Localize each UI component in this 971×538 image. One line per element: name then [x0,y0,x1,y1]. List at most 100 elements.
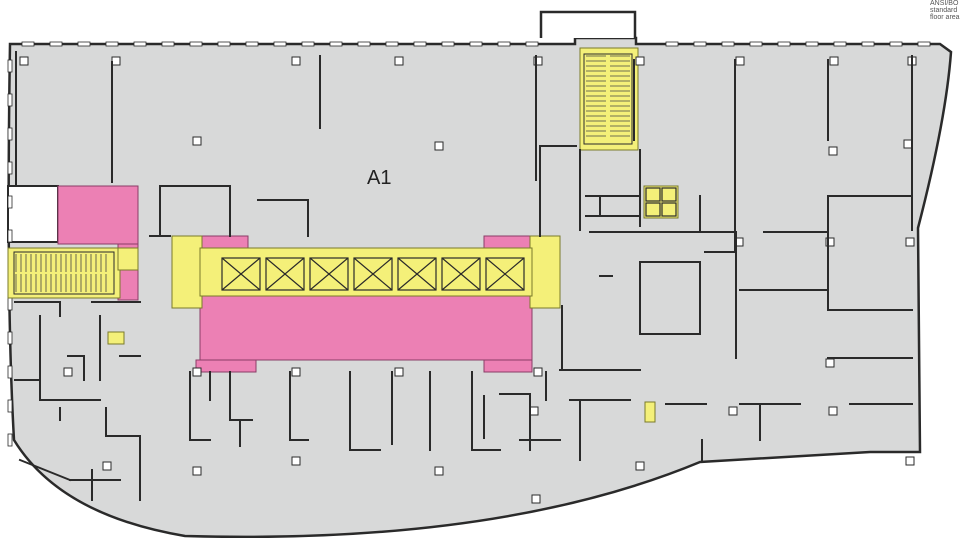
window-tick [329,41,343,47]
window-tick [301,41,315,47]
window-tick [273,41,287,47]
elevator-car [661,202,677,217]
window-tick [7,195,13,209]
column [905,456,915,466]
window-tick [49,41,63,47]
column [728,406,738,416]
window-tick [133,41,147,47]
column [19,56,29,66]
column [291,367,301,377]
window-tick [805,41,819,47]
legend-line-2: standard [930,7,958,14]
pink-core-bottom-left [195,359,257,373]
column [531,494,541,504]
yellow-core-right [529,235,561,309]
elevator-cross [221,257,261,291]
pink-core-top-left [199,235,249,249]
window-tick [357,41,371,47]
window-tick [441,41,455,47]
elevator-cross [353,257,393,291]
column [828,406,838,416]
column [434,141,444,151]
window-tick [7,399,13,413]
window-tick [7,161,13,175]
window-tick [833,41,847,47]
legend-note: ANSI/BO standard floor area [930,0,970,21]
stair-outline [13,251,115,295]
window-tick [469,41,483,47]
window-tick [7,433,13,447]
column [111,56,121,66]
window-tick [105,41,119,47]
column [192,136,202,146]
elevator-car [645,202,661,217]
window-tick [7,127,13,141]
pink-left-block [57,185,139,245]
window-tick [161,41,175,47]
column [291,456,301,466]
elevator-cross [485,257,525,291]
column [291,56,301,66]
column [829,56,839,66]
window-tick [245,41,259,47]
column [192,466,202,476]
column [434,466,444,476]
zone-label: A1 [367,167,391,189]
interior-walls [14,51,913,501]
column [635,461,645,471]
window-tick [749,41,763,47]
elevator-cross [441,257,481,291]
column [63,367,73,377]
yellow-stair-top [579,47,639,151]
window-tick [7,93,13,107]
column [529,406,539,416]
column [825,237,835,247]
window-tick [497,41,511,47]
column [635,56,645,66]
elevator-cars [221,187,677,291]
pink-core-top-right [483,235,533,249]
yellow-stair-left [7,247,121,299]
window-tick [777,41,791,47]
window-tick [21,41,35,47]
window-tick [693,41,707,47]
window-tick [917,41,931,47]
left-notch [7,185,59,243]
legend-line-1: ANSI/BO [930,0,959,7]
column [192,367,202,377]
column [533,367,543,377]
window-tick [721,41,735,47]
wall-segment [18,458,72,482]
stair-outline [583,53,633,145]
window-tick [7,331,13,345]
yellow-stair-left-ext [117,247,139,271]
window-tick [77,41,91,47]
pink-zones [57,185,533,373]
window-tick [217,41,231,47]
stair-treads [13,53,633,295]
column [533,56,543,66]
yellow-small-a [107,331,125,345]
window-tick [7,365,13,379]
window-tick [861,41,875,47]
elevator-cross [397,257,437,291]
pink-core-main [199,295,533,361]
column [825,358,835,368]
yellow-small-b [644,401,656,423]
column [903,139,913,149]
column [394,56,404,66]
window-tick [189,41,203,47]
pink-core-bottom-right [483,359,533,373]
elevator-car [661,187,677,202]
window-tick [665,41,679,47]
legend-line-3: floor area [930,14,960,21]
elevator-cross [265,257,305,291]
window-tick [385,41,399,47]
elevator-cross [309,257,349,291]
column [102,461,112,471]
roof-box [539,10,637,38]
window-tick [7,229,13,243]
window-tick [7,297,13,311]
column [735,56,745,66]
